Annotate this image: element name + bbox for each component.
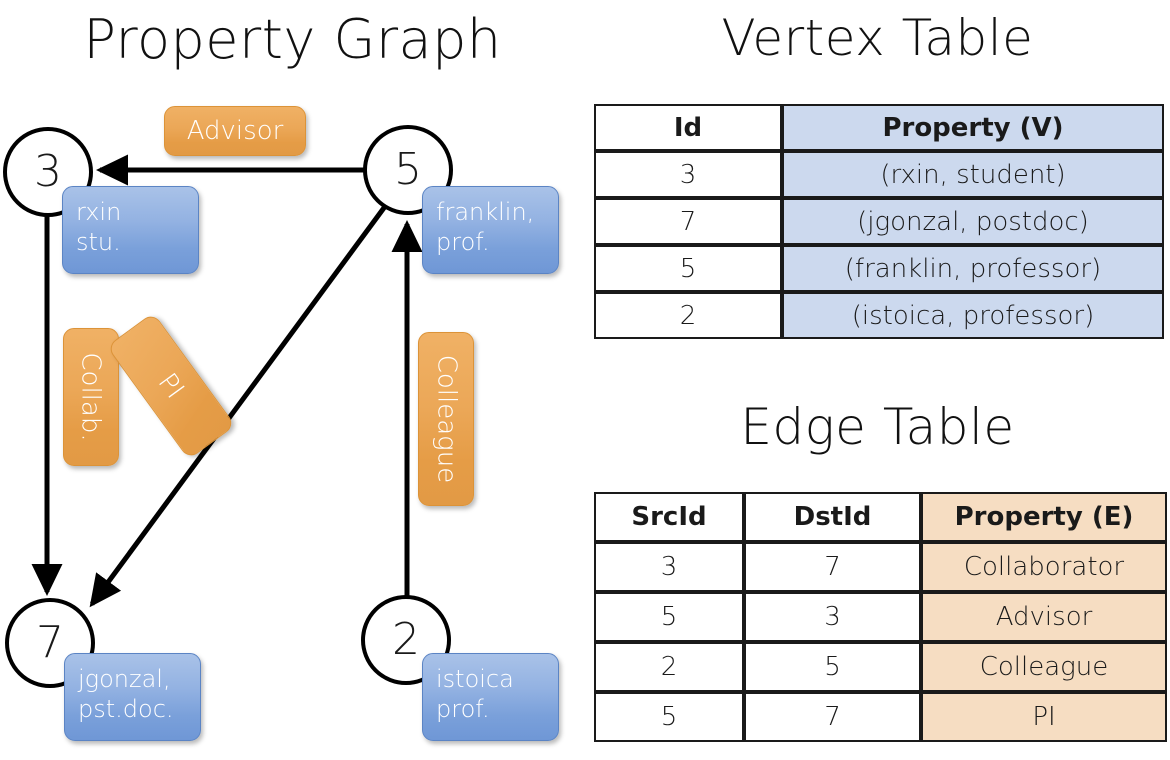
- graph-edges-svg: [31, 154, 423, 608]
- vertex-node-7-label: 7: [36, 617, 64, 668]
- edge-label-advisor-text: Advisor: [186, 116, 284, 146]
- edge-row-1-property: Advisor: [921, 592, 1167, 642]
- table-row[interactable]: 2 5 Colleague: [594, 642, 1167, 692]
- edge-table-header-dstid: DstId: [744, 492, 921, 542]
- edge-row-1-dstid: 3: [744, 592, 921, 642]
- edge-row-3-srcid: 5: [594, 692, 744, 742]
- table-row[interactable]: 5 7 PI: [594, 692, 1167, 742]
- edge-label-advisor: Advisor: [164, 106, 306, 156]
- vertex-row-3-id: 2: [594, 292, 782, 339]
- table-row[interactable]: 5 (franklin, professor): [594, 245, 1164, 292]
- vertex-row-2-id: 5: [594, 245, 782, 292]
- table-row[interactable]: 3 (rxin, student): [594, 151, 1164, 198]
- vertex-row-0-id: 3: [594, 151, 782, 198]
- table-row[interactable]: 5 3 Advisor: [594, 592, 1167, 642]
- edge-row-0-srcid: 3: [594, 542, 744, 592]
- edge-row-0-property: Collaborator: [921, 542, 1167, 592]
- edge-5-to-7-pi: [89, 199, 392, 608]
- edge-row-3-dstid: 7: [744, 692, 921, 742]
- table-row[interactable]: 3 7 Collaborator: [594, 542, 1167, 592]
- vertex-row-1-id: 7: [594, 198, 782, 245]
- vertex-7-property-box: jgonzal, pst.doc.: [64, 653, 201, 741]
- vertex-row-1-property: (jgonzal, postdoc): [782, 198, 1164, 245]
- vertex-row-3-property: (istoica, professor): [782, 292, 1164, 339]
- edge-row-2-srcid: 2: [594, 642, 744, 692]
- edge-label-pi-text: PI: [151, 367, 190, 405]
- vertex-node-3-label: 3: [34, 146, 62, 197]
- vertex-table-header-property: Property (V): [782, 104, 1164, 151]
- vertex-node-5-label: 5: [394, 144, 422, 195]
- edge-table: SrcId DstId Property (E) 3 7 Collaborato…: [594, 492, 1167, 742]
- edge-row-0-dstid: 7: [744, 542, 921, 592]
- vertex-2-property-box: istoica prof.: [422, 653, 559, 741]
- page-title-edge-table: Edge Table: [740, 398, 1015, 456]
- edge-row-3-property: PI: [921, 692, 1167, 742]
- vertex-node-2-label: 2: [392, 614, 420, 665]
- vertex-row-0-property: (rxin, student): [782, 151, 1164, 198]
- property-graph-diagram: 3 rxin stu. 5 franklin, prof. 7 jgonzal,…: [3, 106, 559, 741]
- edge-label-colleague-text: Colleague: [431, 354, 462, 484]
- edge-label-collaborator-text: Collab.: [76, 352, 106, 442]
- vertex-table-header-id: Id: [594, 104, 782, 151]
- edge-table-header-row: SrcId DstId Property (E): [594, 492, 1167, 542]
- edge-row-2-dstid: 5: [744, 642, 921, 692]
- vertex-5-property-box: franklin, prof.: [422, 186, 559, 274]
- table-row[interactable]: 7 (jgonzal, postdoc): [594, 198, 1164, 245]
- page-title-vertex-table: Vertex Table: [721, 9, 1034, 67]
- edge-table-header-srcid: SrcId: [594, 492, 744, 542]
- edge-row-1-srcid: 5: [594, 592, 744, 642]
- vertex-table-header-row: Id Property (V): [594, 104, 1164, 151]
- vertex-node-2[interactable]: [361, 595, 451, 685]
- vertex-table: Id Property (V) 3 (rxin, student) 7 (jgo…: [594, 104, 1164, 339]
- page-title-property-graph: Property Graph: [83, 8, 502, 71]
- edge-row-2-property: Colleague: [921, 642, 1167, 692]
- edge-label-colleague: Colleague: [418, 332, 474, 506]
- vertex-node-5[interactable]: [363, 125, 453, 215]
- vertex-3-property-box: rxin stu.: [62, 186, 199, 274]
- vertex-row-2-property: (franklin, professor): [782, 245, 1164, 292]
- table-row[interactable]: 2 (istoica, professor): [594, 292, 1164, 339]
- edge-table-header-property: Property (E): [921, 492, 1167, 542]
